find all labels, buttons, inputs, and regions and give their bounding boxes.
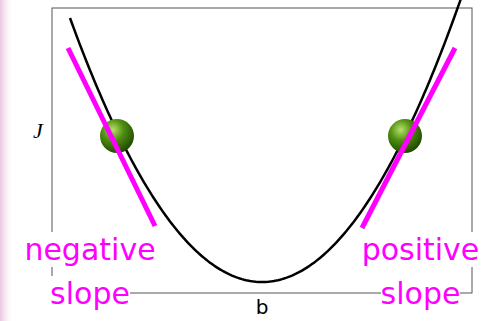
slope-label: negative slope	[24, 232, 155, 311]
tangent-line	[68, 48, 155, 226]
slope-label-holder: positive slope	[338, 228, 503, 316]
axis-label-holder: b	[246, 295, 278, 319]
slope-label: positive slope	[362, 232, 480, 311]
tangent-line	[362, 48, 455, 228]
slide-edge	[0, 0, 14, 321]
slope-label-holder: negative slope	[0, 228, 180, 316]
axis-label: b	[256, 295, 269, 319]
axis-label: J	[33, 118, 43, 143]
axis-label-holder: J	[26, 118, 50, 144]
